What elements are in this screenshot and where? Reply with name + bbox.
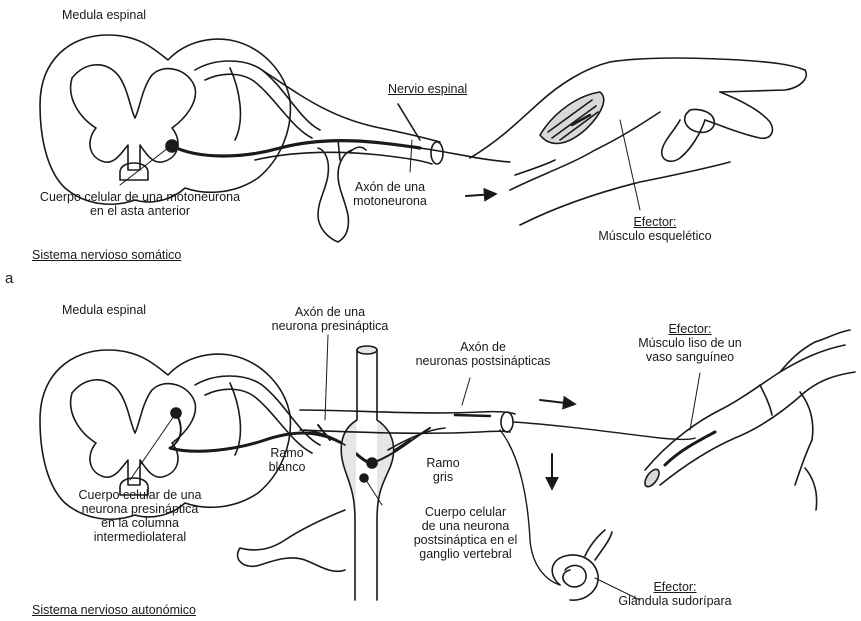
presynaptic-cell-body-line1: Cuerpo celular de una — [55, 488, 225, 502]
somatic-medula-label: Medula espinal — [62, 8, 146, 22]
postsynaptic-cell-body-label: Cuerpo celular de una neurona postsinápt… — [388, 505, 543, 561]
nerve-label: Nervio espinal — [388, 82, 467, 96]
sympathetic-neuron-outline — [238, 510, 345, 571]
ramo-blanco-line1: Ramo — [262, 446, 312, 460]
somatic-system-label: Sistema nervioso somático — [32, 248, 181, 262]
ramo-gris-line2: gris — [418, 470, 468, 484]
motoneuron-cell-body-line2: en el asta anterior — [10, 204, 270, 218]
sweat-gland — [552, 530, 612, 600]
vessel-effector-name-line2: vaso sanguíneo — [610, 350, 770, 364]
ramo-gris-label: Ramo gris — [418, 456, 468, 484]
postsynaptic-axon-line1: Axón de — [408, 340, 558, 354]
ramo-gris-line1: Ramo — [418, 456, 468, 470]
panel-letter: a — [5, 272, 13, 286]
presynaptic-cell-body-line4: intermediolateral — [55, 530, 225, 544]
somatic-spinal-cord — [40, 35, 320, 204]
sweat-gland-effector-name: Glándula sudorípara — [605, 594, 745, 608]
presynaptic-cell-body-label: Cuerpo celular de una neurona presinápti… — [55, 488, 225, 544]
vessel-direction-arrow — [540, 400, 574, 404]
presynaptic-axon-line2: neurona presináptica — [255, 319, 405, 333]
axon-motoneuron-line1: Axón de una — [345, 180, 435, 194]
vessel-effector-name-line1: Músculo liso de un — [610, 336, 770, 350]
presynaptic-cell-body-line3: en la columna — [55, 516, 225, 530]
postsynaptic-axon-label: Axón de neuronas postsinápticas — [408, 340, 558, 368]
somatic-direction-arrow — [466, 194, 495, 196]
motoneuron-cell-body-line1: Cuerpo celular de una motoneurona — [10, 190, 270, 204]
postsynaptic-cell-body-line3: postsináptica en el — [388, 533, 543, 547]
axon-motoneuron-label: Axón de una motoneurona — [345, 180, 435, 208]
presynaptic-axon-label: Axón de una neurona presináptica — [255, 305, 405, 333]
postsynaptic-cell-body-line1: Cuerpo celular — [388, 505, 543, 519]
ramo-blanco-line2: blanco — [262, 460, 312, 474]
axon-motoneuron-line2: motoneurona — [345, 194, 435, 208]
motoneuron-cell-body-label: Cuerpo celular de una motoneurona en el … — [10, 190, 270, 218]
vessel-effector-title: Efector: — [610, 322, 770, 336]
postsynaptic-cell-body-line4: ganglio vertebral — [388, 547, 543, 561]
skeletal-effector-name: Músculo esquelético — [590, 229, 720, 243]
presynaptic-axon-line1: Axón de una — [255, 305, 405, 319]
postsynaptic-axon-line2: neuronas postsinápticas — [408, 354, 558, 368]
skeletal-effector-title: Efector: — [590, 215, 720, 229]
sweat-gland-effector-title: Efector: — [605, 580, 745, 594]
sweat-gland-effector-label: Efector: Glándula sudorípara — [605, 580, 745, 608]
presynaptic-cell-body-line2: neurona presináptica — [55, 502, 225, 516]
ramo-blanco-label: Ramo blanco — [262, 446, 312, 474]
autonomic-system-label: Sistema nervioso autonómico — [32, 603, 196, 617]
vessel-effector-label: Efector: Músculo liso de un vaso sanguín… — [610, 322, 770, 364]
skeletal-effector-label: Efector: Músculo esquelético — [590, 215, 720, 243]
postsynaptic-cell-body-line2: de una neurona — [388, 519, 543, 533]
autonomic-medula-label: Medula espinal — [62, 303, 146, 317]
